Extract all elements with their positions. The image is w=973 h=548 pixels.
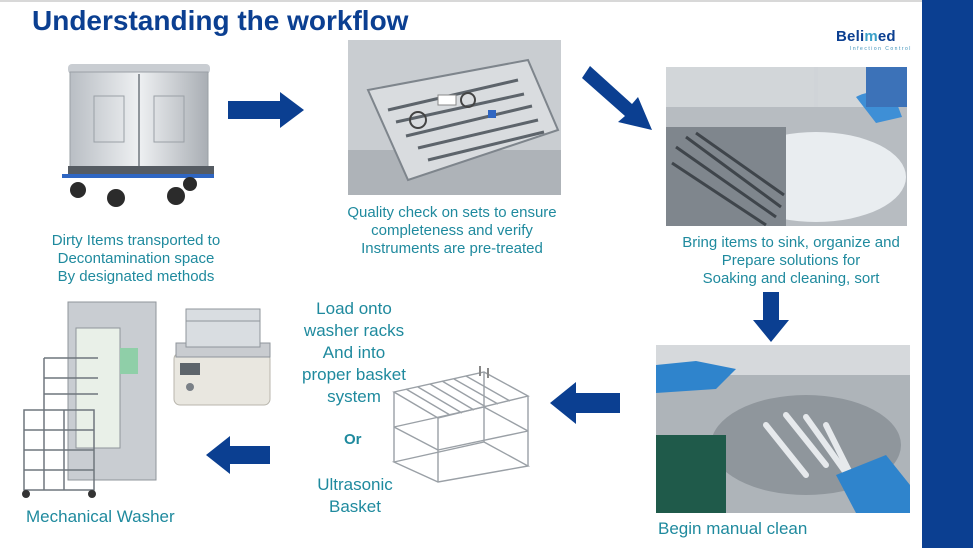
or-label: Or bbox=[344, 431, 362, 448]
sink-caption-line: Bring items to sink, organize and bbox=[682, 234, 900, 251]
transport-caption-line: Decontamination space bbox=[57, 250, 215, 267]
transport-caption: Dirty Items transported to Decontaminati… bbox=[20, 232, 252, 286]
quality-check-caption-line: Quality check on sets to ensure bbox=[347, 204, 557, 221]
side-accent-bar bbox=[922, 0, 973, 548]
mechanical-washer-caption: Mechanical Washer bbox=[26, 507, 175, 526]
load-caption: Load onto washer racks And into proper b… bbox=[286, 298, 422, 408]
transport-caption-line: Dirty Items transported to bbox=[51, 232, 221, 249]
ultrasonic-unit-image bbox=[166, 305, 274, 413]
load-caption-line: proper basket bbox=[302, 365, 406, 384]
quality-check-caption-line: Instruments are pre-treated bbox=[361, 240, 543, 257]
arrow-left-icon bbox=[206, 436, 270, 474]
top-rule bbox=[0, 0, 922, 2]
transport-caption-line: By designated methods bbox=[57, 268, 215, 285]
manual-clean-caption: Begin manual clean bbox=[658, 519, 808, 538]
sink-caption-line: Prepare solutions for bbox=[721, 252, 861, 269]
arrow-down-icon bbox=[751, 292, 791, 342]
arrow-left-icon bbox=[550, 382, 620, 424]
instrument-tray-image bbox=[348, 40, 561, 195]
quality-check-caption-line: completeness and verify bbox=[371, 222, 533, 239]
arrow-down-right-icon bbox=[582, 66, 656, 132]
sink-soak-image bbox=[666, 67, 907, 226]
quality-check-caption: Quality check on sets to ensure complete… bbox=[322, 204, 582, 258]
ultrasonic-caption: Ultrasonic Basket bbox=[304, 474, 406, 518]
load-caption-line: Load onto bbox=[316, 299, 392, 318]
ultrasonic-caption-line: Ultrasonic bbox=[317, 475, 393, 494]
load-caption-line: washer racks bbox=[303, 321, 405, 340]
manual-clean-image bbox=[656, 345, 910, 513]
arrow-right-icon bbox=[228, 92, 304, 128]
load-caption-line: system bbox=[327, 387, 381, 406]
sink-caption-line: Soaking and cleaning, sort bbox=[702, 270, 880, 287]
logo-wordmark: Belimed bbox=[836, 28, 896, 45]
washer-machine-image bbox=[18, 298, 160, 500]
brand-logo: Belimed Infection Control bbox=[836, 28, 916, 58]
load-caption-line: And into bbox=[322, 343, 386, 362]
wire-basket-image bbox=[384, 362, 538, 486]
sink-caption: Bring items to sink, organize and Prepar… bbox=[660, 234, 922, 288]
slide-title: Understanding the workflow bbox=[32, 5, 409, 36]
logo-tagline: Infection Control bbox=[850, 46, 912, 52]
ultrasonic-caption-line: Basket bbox=[329, 497, 381, 516]
cart-image bbox=[58, 58, 216, 210]
